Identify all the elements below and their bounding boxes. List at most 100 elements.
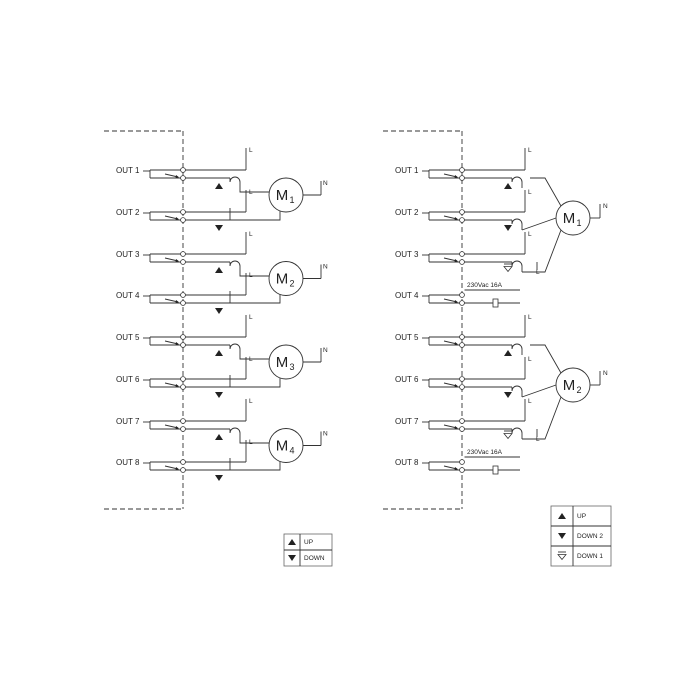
motor-wire xyxy=(530,344,562,374)
down-arrow-icon xyxy=(504,392,512,398)
output-channel: OUT 4 xyxy=(395,291,465,306)
contact-arrow-icon xyxy=(454,426,458,429)
output-label: OUT 4 xyxy=(395,291,419,300)
motor-index: 4 xyxy=(289,446,294,456)
terminal xyxy=(180,418,186,424)
output-label: OUT 3 xyxy=(116,250,140,259)
terminal xyxy=(459,209,465,215)
interlock-wire xyxy=(511,260,523,272)
terminal xyxy=(459,259,465,265)
up-arrow-icon xyxy=(558,513,566,519)
terminal xyxy=(180,426,186,432)
supply-label: L xyxy=(536,436,540,443)
supply-label: L xyxy=(249,356,253,363)
terminal xyxy=(459,175,465,181)
contact-arrow-icon xyxy=(454,175,458,178)
motor-wire xyxy=(522,229,562,273)
terminal xyxy=(459,167,465,173)
motor-wire xyxy=(521,384,557,398)
terminal xyxy=(180,300,186,306)
contact-arrow-icon xyxy=(175,175,179,178)
motor-circle xyxy=(268,177,304,213)
interlock-wire xyxy=(229,260,269,277)
terminal xyxy=(459,418,465,424)
down-arrow-icon xyxy=(215,475,223,481)
motor-circle xyxy=(268,428,304,463)
motor-letter: M xyxy=(563,377,576,394)
supply-label: L xyxy=(528,314,532,321)
fuse-symbol xyxy=(492,465,499,475)
output-label: OUT 5 xyxy=(395,333,419,342)
terminal xyxy=(180,292,186,298)
terminal xyxy=(180,167,186,173)
up-arrow-icon xyxy=(215,434,223,440)
terminal xyxy=(459,342,465,348)
motor-wire xyxy=(230,460,281,471)
terminal xyxy=(180,259,186,265)
output-label: OUT 2 xyxy=(116,208,140,217)
contact-arrow-icon xyxy=(175,259,179,262)
contact-arrow-icon xyxy=(454,300,458,303)
contact-arrow-icon xyxy=(175,342,179,345)
up-arrow-icon xyxy=(215,267,223,273)
motor-wire xyxy=(230,293,281,304)
supply-label: L xyxy=(249,189,253,196)
motor-letter: M xyxy=(276,354,289,371)
terminal xyxy=(459,300,465,306)
down-arrow-icon xyxy=(558,533,566,539)
output-label: OUT 3 xyxy=(395,250,419,259)
motor-letter: M xyxy=(563,210,576,227)
output-label: OUT 7 xyxy=(116,417,140,426)
up-arrow-icon xyxy=(215,350,223,356)
supply-label: L xyxy=(528,356,532,363)
contact-arrow-icon xyxy=(175,217,179,220)
terminal xyxy=(459,426,465,432)
rating-label: 230Vac 16A xyxy=(467,282,503,289)
output-channel: OUT 3 xyxy=(395,250,465,265)
legend-up-label: UP xyxy=(577,513,586,520)
terminal xyxy=(180,175,186,181)
contact-arrow-icon xyxy=(175,384,179,387)
motor-wire xyxy=(522,396,562,440)
supply-label: L xyxy=(249,147,253,154)
terminal xyxy=(180,342,186,348)
supply-label: L xyxy=(528,398,532,405)
terminal xyxy=(459,467,465,473)
supply-label: L xyxy=(249,398,253,405)
arrow-head xyxy=(503,433,513,440)
output-label: OUT 5 xyxy=(116,333,140,342)
contact-arrow-icon xyxy=(175,300,179,303)
output-label: OUT 2 xyxy=(395,208,419,217)
motor-circle xyxy=(268,261,304,296)
interlock-wire xyxy=(511,427,523,439)
up-arrow-icon xyxy=(288,539,296,545)
output-channel: OUT 7 xyxy=(395,417,465,432)
contact-arrow-icon xyxy=(454,342,458,345)
motor-letter: M xyxy=(276,438,289,455)
contact-arrow-icon xyxy=(175,426,179,429)
motor-index: 1 xyxy=(289,195,294,205)
terminal xyxy=(459,251,465,257)
terminal xyxy=(459,459,465,465)
neutral-label: N xyxy=(603,370,608,377)
terminal xyxy=(459,217,465,223)
output-label: OUT 1 xyxy=(116,166,140,175)
motor-circle xyxy=(555,200,591,236)
contact-arrow-icon xyxy=(454,259,458,262)
down-arrow-icon xyxy=(215,225,223,231)
down-arrow-icon xyxy=(288,555,296,561)
contact-arrow-icon xyxy=(175,467,179,470)
supply-label: L xyxy=(528,189,532,196)
terminal xyxy=(459,384,465,390)
down-outline-arrow-icon xyxy=(503,263,513,273)
down-outline-arrow-icon xyxy=(503,430,513,440)
supply-label: L xyxy=(536,269,540,276)
neutral-label: N xyxy=(323,180,328,187)
